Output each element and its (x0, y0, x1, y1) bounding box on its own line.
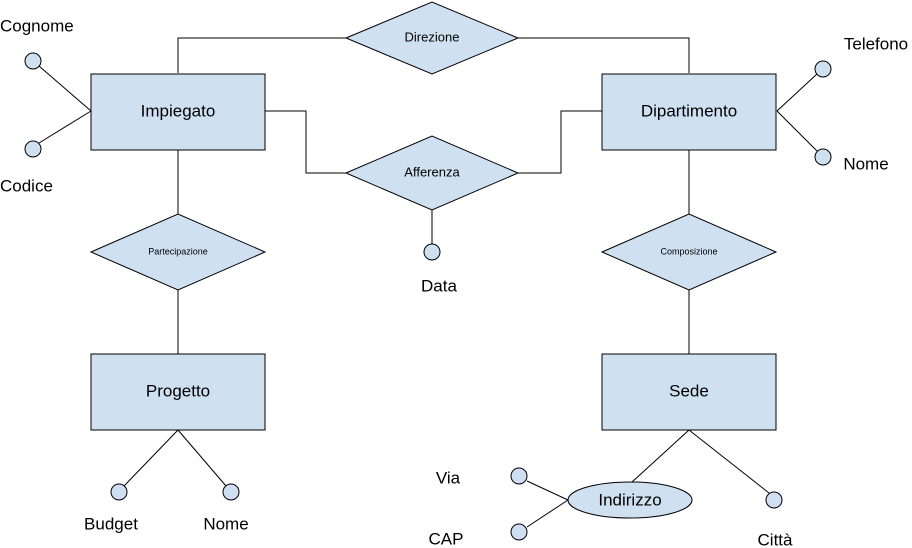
connector-lines (38, 37, 818, 528)
attr-nome-dipartimento-marker (814, 148, 832, 166)
relationship-partecipazione (89, 213, 267, 291)
attr-nome-progetto-marker (222, 483, 240, 501)
attr-cap-marker (510, 523, 528, 541)
entity-sede-label: Sede (669, 381, 709, 400)
attr-indirizzo-label: Indirizzo (598, 490, 661, 509)
relationship-afferenza-label: Afferenza (404, 164, 460, 179)
line-nome-progetto (177, 429, 227, 487)
attr-nome-progetto-label: Nome (203, 514, 248, 533)
attr-cap-label: CAP (429, 529, 464, 548)
line-afferenza-dipartimento (518, 110, 602, 174)
line-nome-dipartimento (776, 110, 818, 152)
relationship-direzione (344, 1, 520, 75)
entity-sede (601, 353, 777, 431)
line-impiegato-afferenza (265, 110, 346, 174)
attr-budget-marker (110, 483, 128, 501)
relationship-direzione-label: Direzione (405, 29, 460, 44)
relationship-afferenza (344, 135, 520, 211)
attr-via-label: Via (436, 468, 461, 487)
attr-citta-label: Città (758, 530, 794, 548)
line-cap (526, 499, 569, 528)
entity-progetto-label: Progetto (146, 381, 210, 400)
relationship-partecipazione-label: Partecipazione (148, 246, 208, 256)
attr-cognome-label: Cognome (0, 16, 74, 35)
attr-codice-marker (24, 140, 42, 158)
entity-impiegato-label: Impiegato (141, 101, 216, 120)
line-citta (688, 429, 770, 494)
line-budget (123, 429, 179, 487)
attr-telefono-marker (814, 60, 832, 78)
entity-dipartimento-label: Dipartimento (641, 101, 737, 120)
attr-data-marker (423, 243, 441, 261)
attr-via-marker (510, 467, 528, 485)
attr-data-label: Data (421, 276, 457, 295)
entity-progetto (90, 353, 266, 431)
line-direzione-dipartimento (518, 37, 690, 73)
attr-codice-label: Codice (0, 176, 53, 195)
entity-impiegato (90, 73, 266, 151)
line-telefono (776, 73, 818, 112)
attr-nome-dipartimento-label: Nome (843, 154, 888, 173)
attr-budget-label: Budget (84, 514, 138, 533)
entity-dipartimento (601, 73, 777, 151)
relationship-composizione (600, 213, 778, 291)
attr-cognome-marker (24, 52, 42, 70)
line-indirizzo (631, 429, 690, 483)
attr-telefono-label: Telefono (844, 34, 908, 53)
line-via (526, 480, 569, 501)
relationship-composizione-label: Composizione (660, 246, 717, 256)
attr-citta-marker (765, 491, 783, 509)
line-cognome (38, 65, 92, 112)
attr-indirizzo-ellipse (567, 481, 693, 519)
line-codice (38, 110, 92, 144)
line-impiegato-direzione (177, 37, 346, 73)
